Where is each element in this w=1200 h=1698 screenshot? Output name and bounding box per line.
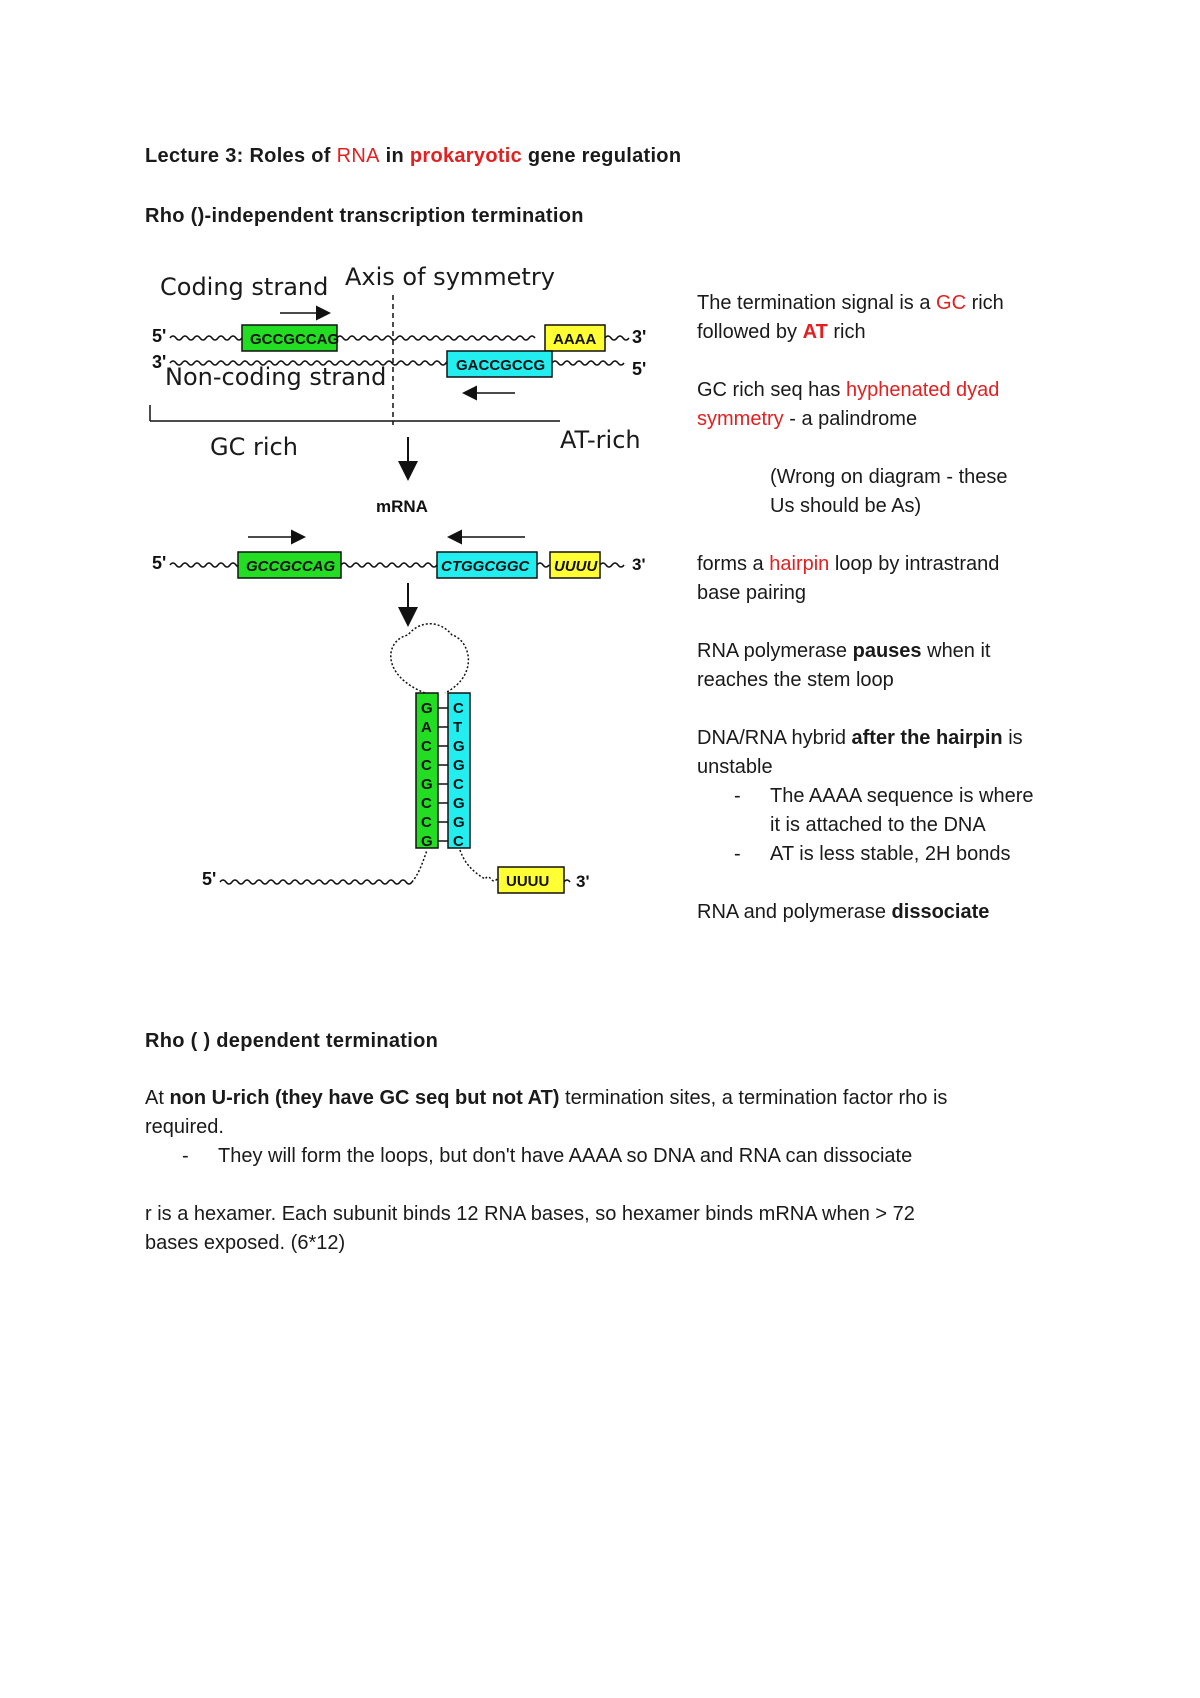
- gc-box-bottom: [446, 350, 553, 378]
- section-heading-rho-dependent: Rho ( ) dependent termination: [145, 1030, 439, 1052]
- mrna-gc-seq: GCCGCCAG: [246, 558, 335, 575]
- note-hairpin: forms a hairpin loop by intrastrand base…: [697, 553, 1000, 604]
- bullet-aaaa: - The AAAA sequence is where it is attac…: [734, 785, 1034, 836]
- paragraph-non-u-rich: At non U-rich (they have GC seq but not …: [145, 1087, 948, 1138]
- paragraph-hexamer: r is a hexamer. Each subunit binds 12 RN…: [145, 1203, 915, 1254]
- note-dyad-symmetry: GC rich seq has hyphenated dyad symmetry…: [697, 379, 1000, 430]
- stem-base-letter: C: [421, 814, 432, 831]
- three-prime-label: 3': [632, 327, 646, 347]
- wavy-strand: [169, 360, 489, 366]
- wavy-strand: [563, 879, 571, 883]
- wavy-strand: [411, 849, 428, 883]
- wavy-strand: [536, 562, 550, 568]
- termination-diagram: Coding strand Axis of symmetry 5' GCCGCC…: [149, 263, 646, 894]
- five-prime-label: 5': [152, 553, 166, 573]
- stem-right-letters: CTGGCGGC: [453, 700, 465, 850]
- stem-base-letter: G: [453, 738, 465, 755]
- coding-strand-label: Coding strand: [160, 273, 328, 301]
- mrna-uuuu-seq: UUUU: [554, 558, 598, 575]
- wavy-strand: [219, 879, 413, 885]
- stem-base-letter: G: [421, 776, 433, 793]
- gc-rich-label: GC rich: [210, 433, 298, 461]
- stem-base-letter: C: [453, 700, 464, 717]
- note-dissociate: RNA and polymerase dissociate: [697, 901, 990, 923]
- five-prime-label: 5': [152, 326, 166, 346]
- at-rich-label: AT-rich: [560, 426, 641, 454]
- five-prime-label: 5': [202, 869, 216, 889]
- wavy-strand: [336, 335, 536, 341]
- stem-base-pairs: [438, 707, 448, 842]
- note-polymerase-pauses: RNA polymerase pauses when it reaches th…: [697, 640, 991, 691]
- stem-base-letter: G: [453, 814, 465, 831]
- notes-column: The termination signal is a GC rich foll…: [697, 289, 1097, 927]
- three-prime-label: 3': [576, 872, 590, 891]
- stem-right-box: [447, 692, 471, 849]
- gc-seq-top: GCCGCCAG: [250, 331, 339, 348]
- mrna-label: mRNA: [376, 497, 428, 516]
- non-coding-strand-label: Non-coding strand: [165, 363, 386, 391]
- stem-base-letter: G: [421, 700, 433, 717]
- wavy-strand: [169, 335, 249, 341]
- hairpin-loop: [390, 623, 470, 694]
- stem-base-letter: C: [421, 757, 432, 774]
- stem-base-letter: G: [421, 833, 433, 850]
- mrna-ct-seq: CTGGCGGC: [441, 558, 530, 575]
- wavy-strand: [604, 335, 630, 341]
- stem-base-letter: C: [453, 776, 464, 793]
- note-wrong-on-diagram: (Wrong on diagram - these Us should be A…: [770, 466, 1008, 517]
- wavy-strand: [599, 562, 625, 568]
- axis-of-symmetry-label: Axis of symmetry: [345, 263, 555, 291]
- stem-left-letters: GACCGCCG: [421, 700, 433, 850]
- mrna-gc-box: [237, 551, 342, 579]
- stem-base-letter: G: [453, 795, 465, 812]
- section2-body: At non U-rich (they have GC seq but not …: [145, 1084, 1075, 1258]
- wavy-strand: [551, 360, 625, 366]
- three-prime-label: 3': [632, 555, 646, 574]
- note-hybrid-unstable: DNA/RNA hybrid after the hairpin is unst…: [697, 727, 1023, 778]
- section-heading-rho-independent: Rho ()-independent transcription termina…: [145, 205, 584, 227]
- bullet-form-loops: - They will form the loops, but don't ha…: [182, 1145, 913, 1167]
- hairpin-uuuu-box: [497, 866, 565, 894]
- stem-base-letter: C: [453, 833, 464, 850]
- stem-base-letter: G: [453, 757, 465, 774]
- stem-base-letter: T: [453, 719, 462, 736]
- stem-left-box: [415, 692, 439, 849]
- hairpin-uuuu-seq: UUUU: [506, 873, 549, 890]
- wavy-strand: [340, 562, 438, 568]
- bullet-at-less-stable: - AT is less stable, 2H bonds: [734, 843, 1011, 865]
- mrna-uuuu-box: [549, 551, 601, 579]
- stem-base-letter: A: [421, 719, 432, 736]
- stem-base-letter: C: [421, 795, 432, 812]
- wavy-strand: [459, 849, 498, 882]
- note-termination-signal: The termination signal is a GC rich foll…: [697, 292, 1004, 343]
- gc-seq-bottom: GACCGCCG: [456, 357, 545, 374]
- three-prime-label: 3': [152, 352, 166, 372]
- stem-base-letter: C: [421, 738, 432, 755]
- five-prime-label: 5': [632, 359, 646, 379]
- aaaa-seq: AAAA: [553, 331, 596, 348]
- page-title: Lecture 3: Roles of RNA in prokaryotic g…: [145, 145, 682, 167]
